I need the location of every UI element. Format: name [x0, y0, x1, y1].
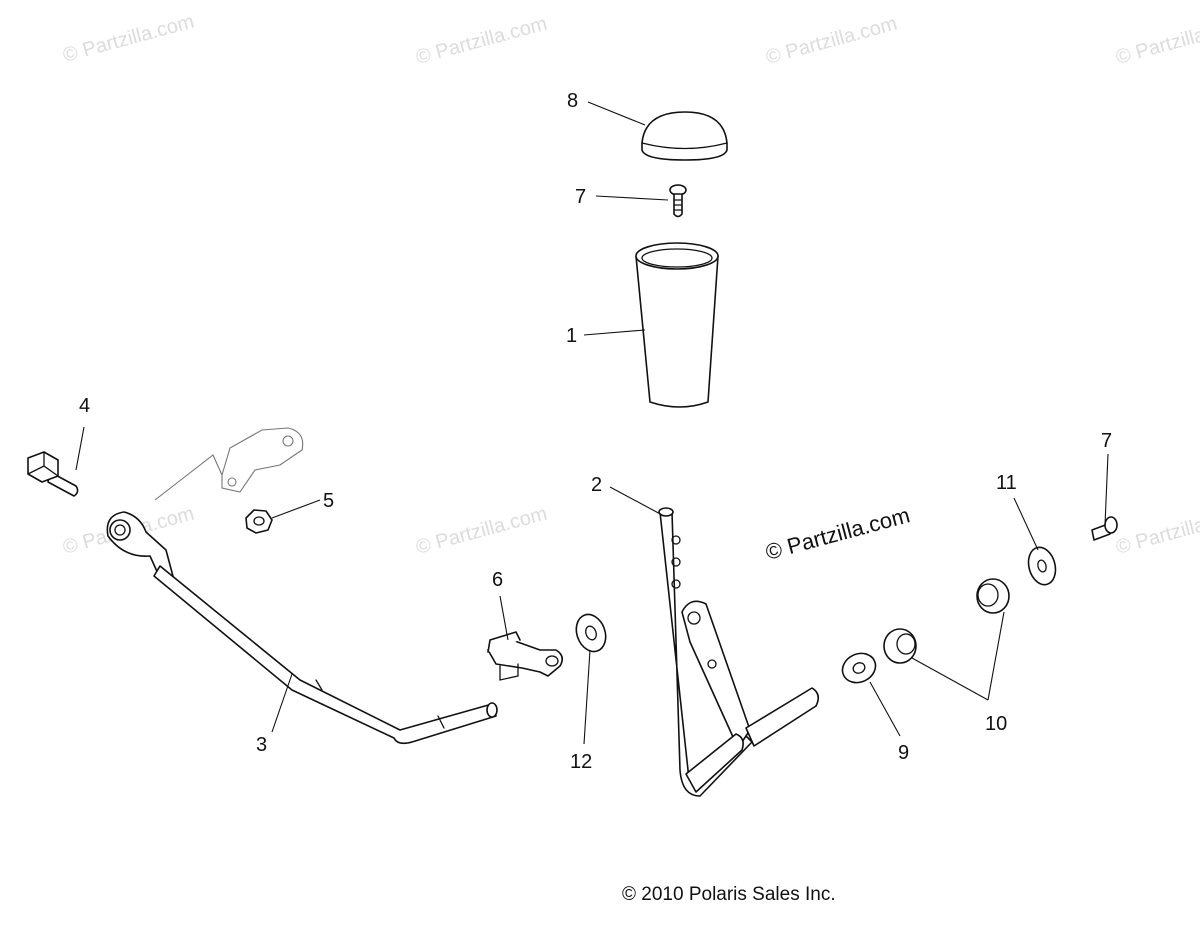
part-10-bushing-b: [976, 578, 1010, 614]
callout-9: 9: [898, 742, 909, 764]
leader-lines: [75, 101, 1109, 745]
part-5-nut: [245, 509, 273, 534]
part-4-bolt: [27, 451, 79, 497]
watermark: © Partzilla.com: [764, 13, 900, 69]
watermark: © Partzilla.com: [414, 13, 550, 69]
callout-7: 7: [1101, 430, 1112, 452]
part-2-shift-lever: [658, 507, 820, 797]
watermark-layer: © Partzilla.com © Partzilla.com © Partzi…: [61, 11, 1200, 559]
callout-1: 1: [566, 325, 577, 347]
part-6-clip: [487, 631, 564, 681]
part-10-bushing-a: [883, 628, 917, 664]
callout-11: 11: [996, 472, 1017, 494]
callout-7: 7: [575, 186, 586, 208]
part-1-grip: [635, 242, 719, 408]
watermark: © Partzilla.com: [414, 503, 550, 559]
ghost-bracket: [154, 427, 304, 501]
callout-2: 2: [591, 474, 602, 496]
part-12-washer: [575, 613, 607, 653]
main-watermark: © Partzilla.com: [763, 502, 913, 565]
callout-12: 12: [570, 751, 592, 773]
watermark: © Partzilla.com: [1114, 503, 1200, 559]
part-7-screw-right: [1091, 516, 1118, 541]
callout-5: 5: [323, 490, 334, 512]
callout-4: 4: [79, 395, 90, 417]
copyright-notice: © 2010 Polaris Sales Inc.: [622, 884, 836, 905]
callout-6: 6: [492, 569, 503, 591]
part-11-washer: [1027, 546, 1057, 586]
part-8-cap: [641, 111, 728, 161]
part-7-screw-top: [669, 184, 687, 218]
watermark: © Partzilla.com: [1114, 13, 1200, 69]
part-3-shift-rod: [106, 511, 498, 745]
watermark: © Partzilla.com: [61, 11, 197, 67]
callout-8: 8: [567, 90, 578, 112]
callout-10: 10: [985, 713, 1007, 735]
callout-labels: 8 7 1 4 5 2 7 11 6 3 12 10 9: [79, 90, 1112, 773]
callout-3: 3: [256, 734, 267, 756]
part-9-washer: [841, 652, 877, 684]
